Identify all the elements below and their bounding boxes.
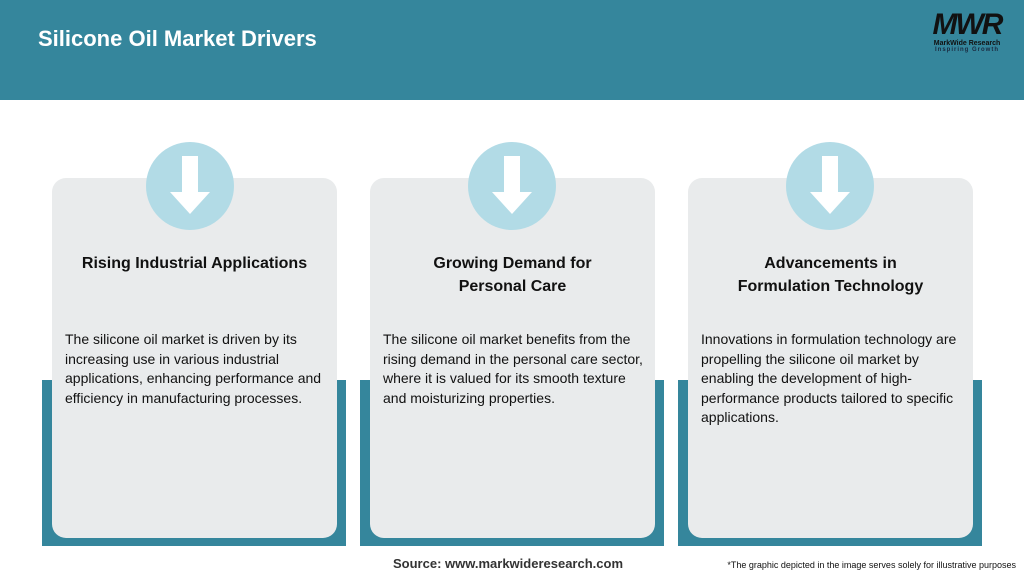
- source-text: Source: www.markwideresearch.com: [393, 556, 624, 571]
- driver-card: Advancements in Formulation Technology I…: [688, 178, 973, 538]
- logo-name: MarkWide Research: [933, 40, 1001, 47]
- driver-card: Growing Demand for Personal Care The sil…: [370, 178, 655, 538]
- driver-card: Rising Industrial Applications The silic…: [52, 178, 337, 538]
- card-body: The silicone oil market benefits from th…: [383, 331, 643, 406]
- header-banner: Silicone Oil Market Drivers MWR MarkWide…: [0, 0, 1024, 100]
- card-body: Innovations in formulation technology ar…: [701, 331, 957, 425]
- arrow-down-icon: [468, 142, 556, 230]
- disclaimer-text: *The graphic depicted in the image serve…: [727, 560, 1016, 570]
- card-title: Rising Industrial Applications: [81, 255, 308, 272]
- card-title: Growing Demand for Personal Care: [433, 255, 592, 295]
- logo-tagline: Inspiring Growth: [935, 47, 999, 53]
- logo: MWR MarkWide Research Inspiring Growth: [922, 8, 1012, 54]
- arrow-down-icon: [786, 142, 874, 230]
- logo-mark: MWR: [932, 8, 1004, 41]
- card-title: Advancements in Formulation Technology: [737, 255, 924, 295]
- card-body: The silicone oil market is driven by its…: [65, 331, 322, 406]
- arrow-down-icon: [146, 142, 234, 230]
- page-title: Silicone Oil Market Drivers: [38, 26, 317, 51]
